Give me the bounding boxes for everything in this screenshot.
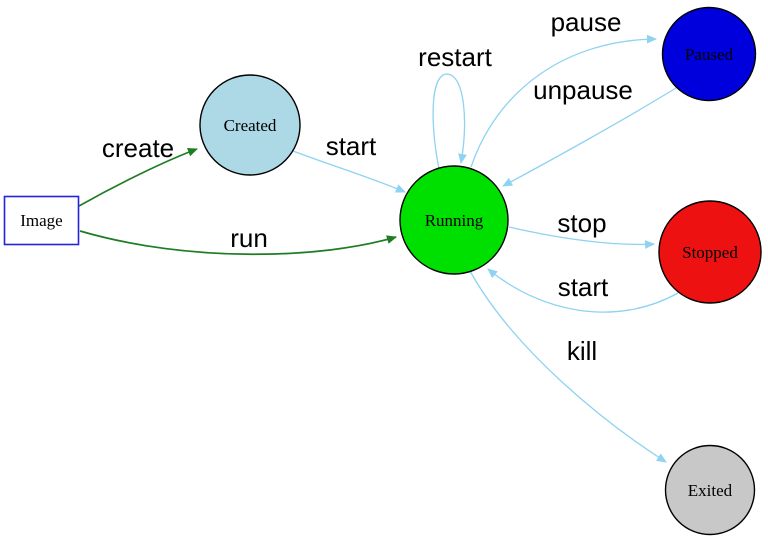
node-image — [3, 195, 80, 246]
node-exited — [664, 444, 756, 536]
edge-unpause-arrow — [502, 87, 677, 187]
node-exited-label: Exited — [688, 481, 733, 500]
edge-label-pause: pause — [551, 7, 622, 37]
edge-label-start-stopped: start — [558, 272, 609, 302]
edge-label-start-created: start — [326, 131, 377, 161]
node-created — [199, 74, 301, 176]
node-image-label: Image — [20, 211, 62, 230]
node-stopped-label: Stopped — [682, 243, 738, 262]
edge-create-arrow — [78, 148, 198, 207]
edge-run-arrow — [79, 230, 397, 256]
node-paused-label: Paused — [685, 45, 734, 64]
edge-label-kill: kill — [567, 336, 597, 366]
node-created-label: Created — [224, 116, 277, 135]
edge-label-run: run — [230, 223, 268, 253]
node-paused — [661, 6, 757, 102]
node-running-label: Running — [425, 211, 484, 230]
edge-start-created-arrow — [292, 150, 406, 193]
edge-stop-arrow — [508, 226, 655, 249]
edge-pause-arrow — [470, 34, 657, 168]
edge-restart-arrow — [432, 73, 467, 170]
edge-label-restart: restart — [418, 42, 492, 72]
edge-kill-arrow — [469, 270, 667, 463]
node-stopped — [658, 200, 762, 304]
node-running — [399, 165, 509, 275]
edge-start-stopped-arrow — [487, 268, 679, 313]
edge-label-unpause: unpause — [533, 75, 633, 105]
edge-label-create: create — [102, 133, 174, 163]
edge-label-stop: stop — [557, 208, 606, 238]
